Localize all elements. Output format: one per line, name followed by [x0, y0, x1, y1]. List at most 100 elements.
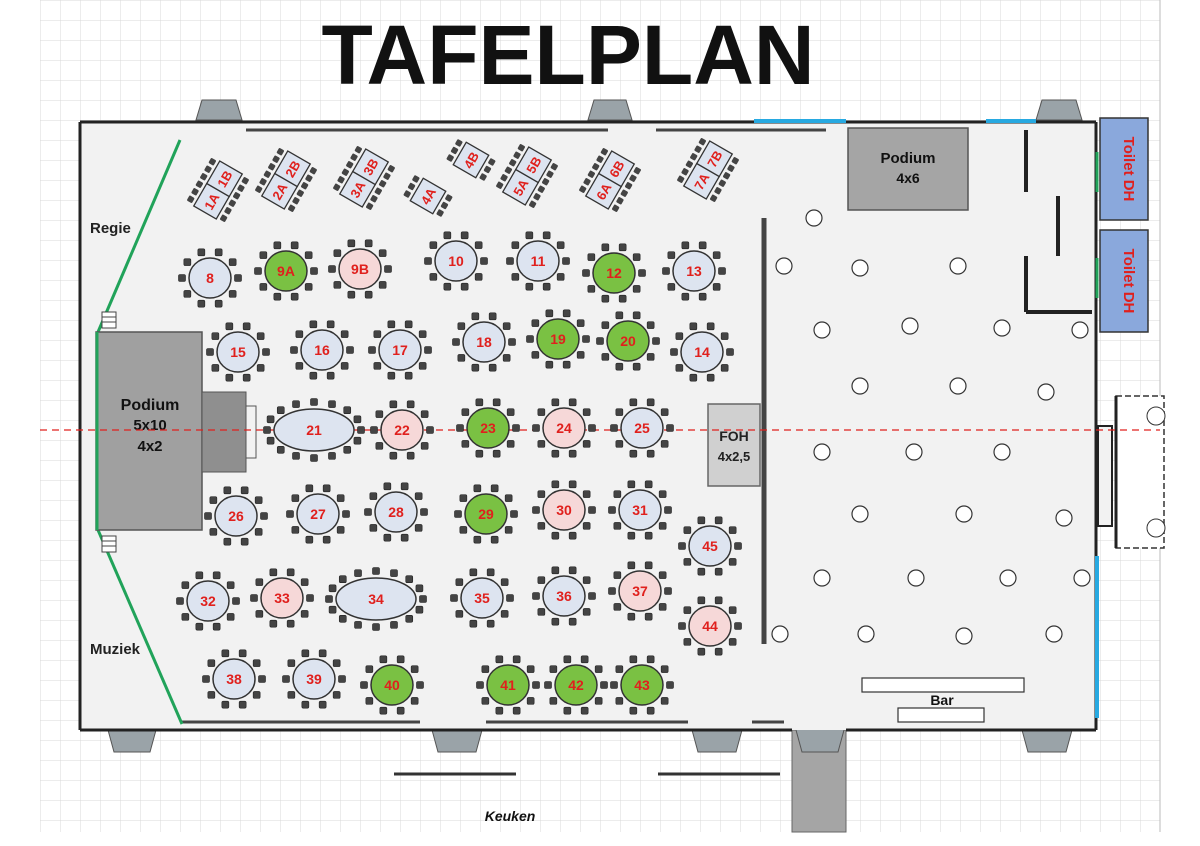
- round-table-38[interactable]: 38: [202, 649, 266, 709]
- round-table-43[interactable]: 43: [610, 655, 674, 715]
- round-table-9A[interactable]: 9A: [254, 241, 318, 301]
- round-table-16[interactable]: 16: [290, 320, 354, 380]
- table-top: [464, 493, 508, 535]
- round-table-10[interactable]: 10: [424, 231, 488, 291]
- round-table-22[interactable]: 22: [370, 400, 434, 460]
- round-table-24[interactable]: 24: [532, 398, 596, 458]
- rect-table-4B[interactable]: 4B: [445, 138, 496, 183]
- table-number: 7B: [704, 148, 725, 170]
- round-table-23[interactable]: 23: [456, 398, 520, 458]
- chair: [681, 292, 690, 301]
- chair: [375, 442, 384, 450]
- chair: [390, 569, 398, 577]
- chair: [378, 249, 387, 257]
- round-table-41[interactable]: 41: [476, 655, 540, 715]
- chair: [726, 348, 734, 356]
- chair: [383, 172, 391, 180]
- round-table-30[interactable]: 30: [532, 480, 596, 540]
- round-table-20[interactable]: 20: [596, 311, 660, 371]
- round-table-45[interactable]: 45: [678, 516, 742, 576]
- chair: [479, 173, 487, 181]
- chair: [214, 248, 223, 257]
- round-table-42[interactable]: 42: [544, 655, 608, 715]
- chair: [273, 241, 282, 250]
- chair: [269, 619, 278, 628]
- round-table-37[interactable]: 37: [608, 561, 672, 621]
- chair: [629, 706, 638, 715]
- round-table-44[interactable]: 44: [678, 596, 742, 656]
- chair: [727, 164, 735, 172]
- round-table-25[interactable]: 25: [610, 398, 674, 458]
- round-table-9B[interactable]: 9B: [328, 239, 392, 299]
- round-table-35[interactable]: 35: [450, 568, 514, 628]
- table-number: 2B: [282, 158, 303, 180]
- chair: [481, 697, 490, 705]
- round-table-12[interactable]: 12: [582, 243, 646, 303]
- round-table-18[interactable]: 18: [452, 312, 516, 372]
- chair: [286, 568, 295, 577]
- chair: [549, 665, 558, 673]
- round-table-21[interactable]: 21: [263, 398, 365, 462]
- chair: [354, 146, 363, 154]
- chair: [664, 587, 672, 595]
- table-top: [466, 407, 510, 449]
- chair: [416, 681, 424, 689]
- chair: [712, 283, 721, 291]
- chair: [328, 400, 336, 408]
- chair: [455, 578, 464, 586]
- chair: [457, 354, 466, 362]
- chair: [304, 283, 313, 291]
- chair: [368, 346, 376, 354]
- chair: [340, 362, 349, 370]
- chair: [212, 622, 221, 631]
- round-table-14[interactable]: 14: [670, 322, 734, 382]
- round-table-13[interactable]: 13: [662, 241, 726, 301]
- chair: [660, 697, 669, 705]
- chair: [354, 621, 362, 629]
- chair: [242, 322, 251, 331]
- chair: [542, 282, 551, 291]
- round-table-15[interactable]: 15: [206, 322, 270, 382]
- round-table-36[interactable]: 36: [532, 566, 596, 626]
- chair: [310, 267, 318, 275]
- chair: [486, 619, 495, 628]
- round-table-17[interactable]: 17: [368, 320, 432, 380]
- round-table-26[interactable]: 26: [204, 486, 268, 546]
- chair: [383, 533, 392, 542]
- round-table-31[interactable]: 31: [608, 480, 672, 540]
- round-table-28[interactable]: 28: [364, 482, 428, 542]
- round-table-29[interactable]: 29: [454, 484, 518, 544]
- round-table-11[interactable]: 11: [506, 231, 570, 291]
- toilet-label-2: Toilet DH: [1120, 249, 1137, 314]
- round-table-33[interactable]: 33: [250, 568, 314, 628]
- chair: [221, 700, 230, 709]
- chair: [443, 282, 452, 291]
- chair: [333, 281, 342, 289]
- round-table-19[interactable]: 19: [526, 309, 590, 369]
- rect-table-4A[interactable]: 4A: [402, 174, 453, 219]
- round-table-34[interactable]: 34: [325, 567, 427, 631]
- round-table-27[interactable]: 27: [286, 484, 350, 544]
- table-top: [452, 141, 490, 179]
- chair: [396, 706, 405, 715]
- chair: [403, 190, 411, 198]
- round-table-8[interactable]: 8: [178, 248, 242, 308]
- chair: [389, 451, 398, 460]
- chair: [698, 241, 707, 250]
- chair: [390, 621, 398, 629]
- chair: [629, 655, 638, 664]
- round-table-40[interactable]: 40: [360, 655, 424, 715]
- round-table-39[interactable]: 39: [282, 649, 346, 709]
- page-title: TAFELPLAN: [321, 8, 814, 102]
- toilet-block-2: Toilet DH: [1099, 229, 1149, 333]
- chair: [389, 400, 398, 409]
- chair: [255, 578, 264, 586]
- round-table-32[interactable]: 32: [176, 571, 240, 631]
- chair: [500, 578, 509, 586]
